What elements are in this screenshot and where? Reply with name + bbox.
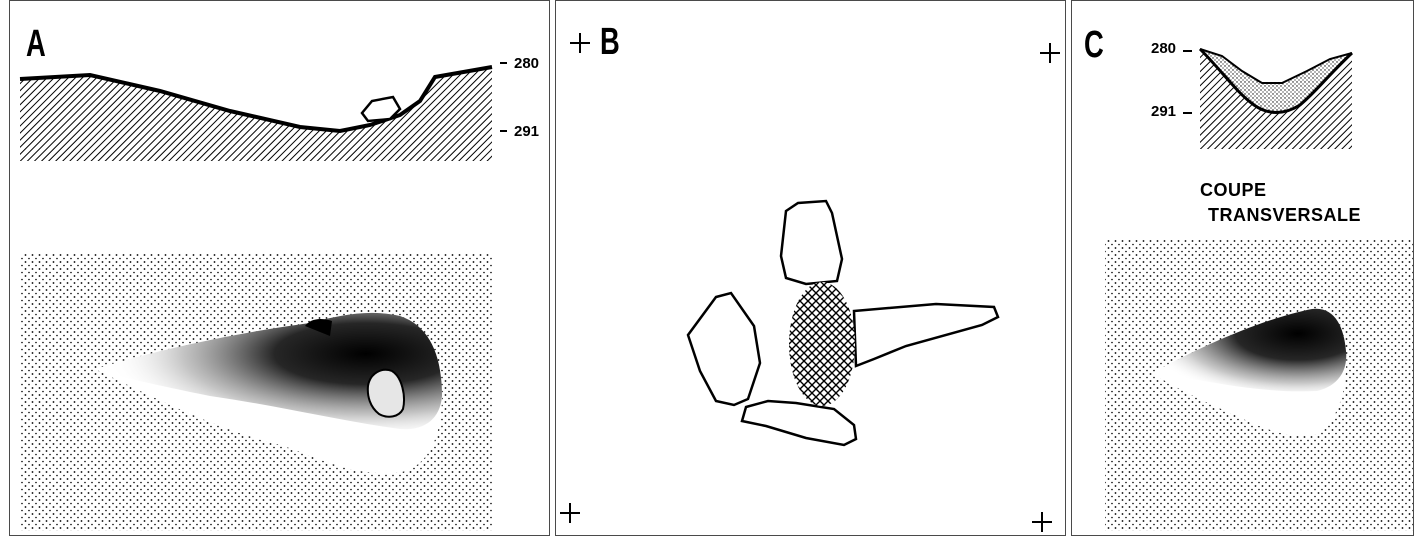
panel-a-drawing: [19, 62, 507, 531]
boulder-profile: [360, 95, 402, 123]
elevation-280-c: 280: [1151, 40, 1177, 57]
stone-left: [686, 291, 762, 407]
caption-transversale: TRANSVERSALE: [1208, 205, 1362, 225]
hearth-crosshatch: [789, 282, 855, 406]
caption-coupe: COUPE: [1200, 180, 1267, 200]
registration-mark-bottom-right: [1032, 512, 1052, 532]
panel-b-drawing: [560, 33, 1060, 532]
ground-line-a: [19, 65, 493, 134]
panel-a: A: [9, 0, 550, 536]
panel-c-drawing: [1105, 47, 1413, 531]
boulder-plan: [366, 368, 405, 418]
stone-right: [852, 302, 1000, 368]
panel-a-label: A: [26, 23, 46, 65]
panel-c-label: C: [1084, 24, 1104, 66]
elevation-291-a: 291: [514, 123, 540, 140]
elevation-291-c: 291: [1151, 103, 1177, 120]
registration-mark-top-right: [1040, 43, 1060, 63]
registration-mark-top-left: [570, 33, 590, 53]
elevation-280-a: 280: [514, 55, 540, 72]
panel-b: B: [555, 0, 1066, 536]
registration-mark-bottom-left: [560, 503, 580, 523]
panel-c: C: [1071, 0, 1414, 536]
panel-b-label: B: [600, 21, 620, 63]
stone-top: [779, 199, 844, 286]
profile-section-a: [20, 67, 492, 161]
stone-bottom: [740, 399, 858, 447]
